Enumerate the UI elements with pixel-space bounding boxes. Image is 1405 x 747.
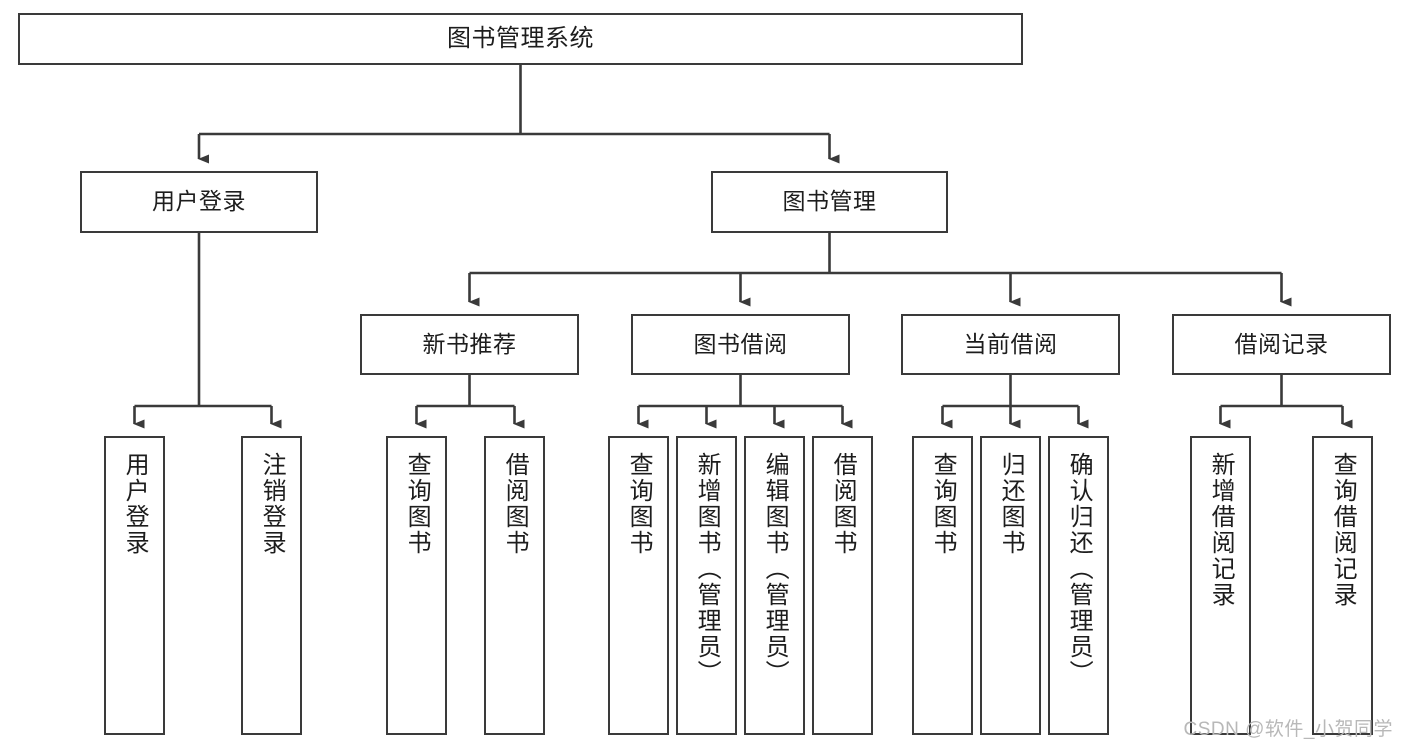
node-label-new-query: 查询图书 [403,452,431,556]
node-login-user[interactable]: 用户登录 [104,436,165,735]
node-label-current: 当前借阅 [963,330,1058,357]
node-label-cur-query: 查询图书 [929,452,957,556]
node-label-cur-return: 归还图书 [997,452,1025,556]
node-records[interactable]: 借阅记录 [1172,314,1391,375]
node-label-borrow: 图书借阅 [693,330,788,357]
node-label-login-user: 用户登录 [121,452,149,556]
node-cur-return[interactable]: 归还图书 [980,436,1041,735]
node-rec-query[interactable]: 查询借阅记录 [1312,436,1373,735]
node-bor-edit[interactable]: 编辑图书（管理员） [744,436,805,735]
watermark-text: CSDN @软件_小贺同学 [1183,719,1393,740]
node-label-cur-confirm: 确认归还（管理员） [1065,452,1093,686]
node-rec-add[interactable]: 新增借阅记录 [1190,436,1251,735]
node-cur-confirm[interactable]: 确认归还（管理员） [1048,436,1109,735]
node-bookmgmt[interactable]: 图书管理 [711,171,948,233]
node-root[interactable]: 图书管理系统 [18,13,1023,65]
node-label-records: 借阅记录 [1234,330,1329,357]
node-newbook[interactable]: 新书推荐 [360,314,579,375]
node-label-login: 用户登录 [152,188,246,215]
node-login-logout[interactable]: 注销登录 [241,436,302,735]
node-label-bor-edit: 编辑图书（管理员） [761,452,789,686]
node-bor-query[interactable]: 查询图书 [608,436,669,735]
node-label-bor-add: 新增图书（管理员） [693,452,721,686]
node-label-new-borrow: 借阅图书 [501,452,529,556]
node-bor-borrow[interactable]: 借阅图书 [812,436,873,735]
node-bor-add[interactable]: 新增图书（管理员） [676,436,737,735]
node-current[interactable]: 当前借阅 [901,314,1120,375]
node-label-bor-query: 查询图书 [625,452,653,556]
node-label-login-logout: 注销登录 [258,452,286,556]
node-login[interactable]: 用户登录 [80,171,318,233]
node-new-borrow[interactable]: 借阅图书 [484,436,545,735]
node-label-newbook: 新书推荐 [422,330,517,357]
node-label-rec-add: 新增借阅记录 [1207,452,1235,608]
node-label-bor-borrow: 借阅图书 [829,452,857,556]
node-new-query[interactable]: 查询图书 [386,436,447,735]
node-label-rec-query: 查询借阅记录 [1329,452,1357,608]
node-label-root: 图书管理系统 [447,24,594,52]
node-cur-query[interactable]: 查询图书 [912,436,973,735]
node-label-bookmgmt: 图书管理 [782,188,877,215]
node-borrow[interactable]: 图书借阅 [631,314,850,375]
